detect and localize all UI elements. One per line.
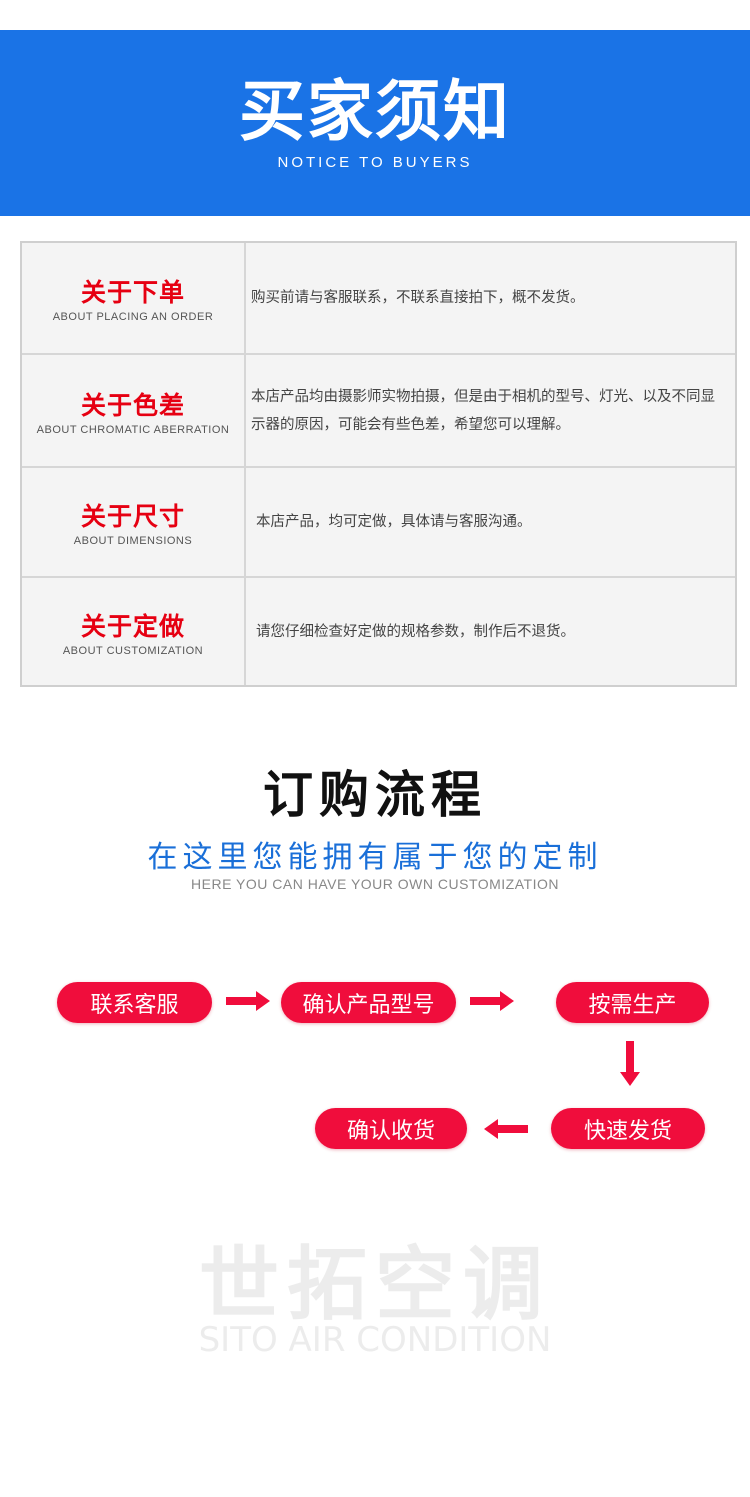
notice-title: 关于色差 (80, 390, 185, 420)
process-subtitle: 在这里您能拥有属于您的定制 (147, 840, 603, 875)
notice-row: 关于定做 ABOUT CUSTOMIZATION 请您仔细检查好定做的规格参数，制… (22, 578, 735, 685)
notice-row: 关于下单 ABOUT PLACING AN ORDER 购买前请与客服联系，不联系… (22, 243, 735, 355)
process-title: 订购流程 (263, 766, 487, 824)
step-shipping: 快速发货 (551, 1108, 705, 1149)
notice-banner: 买家须知 NOTICE TO BUYERS (0, 30, 750, 216)
step-confirm-receipt: 确认收货 (315, 1108, 467, 1149)
arrow-left-icon (484, 1119, 528, 1139)
banner-title: 买家须知 (239, 72, 511, 150)
notice-text: 购买前请与客服联系，不联系直接拍下，概不发货。 (251, 290, 585, 306)
notice-row: 关于色差 ABOUT CHROMATIC ABERRATION 本店产品均由摄影师… (22, 355, 735, 468)
notice-subtitle: ABOUT DIMENSIONS (73, 535, 193, 547)
arrow-down-icon (620, 1041, 640, 1086)
arrow-right-icon (226, 991, 270, 1011)
notice-row: 关于尺寸 ABOUT DIMENSIONS 本店产品，均可定做，具体请与客服沟通。 (22, 468, 735, 578)
step-confirm-model: 确认产品型号 (281, 982, 456, 1023)
notice-text: 本店产品均由摄影师实物拍摄，但是由于相机的型号、灯光、以及不同显示器的原因，可能… (251, 388, 715, 433)
process-subtitle-en: HERE YOU CAN HAVE YOUR OWN CUSTOMIZATION (191, 876, 559, 892)
notice-subtitle: ABOUT CUSTOMIZATION (62, 644, 204, 657)
notice-text: 请您仔细检查好定做的规格参数，制作后不退货。 (256, 623, 575, 640)
notice-table: 关于下单 ABOUT PLACING AN ORDER 购买前请与客服联系，不联系… (20, 241, 737, 687)
notice-subtitle: ABOUT PLACING AN ORDER (52, 311, 214, 323)
notice-subtitle: ABOUT CHROMATIC ABERRATION (36, 423, 230, 436)
notice-title: 关于下单 (80, 278, 185, 307)
notice-title: 关于尺寸 (80, 502, 185, 531)
notice-text: 本店产品，均可定做，具体请与客服沟通。 (256, 514, 532, 530)
watermark-logo-subtext: SITO AIR CONDITION (198, 1320, 552, 1360)
banner-subtitle: NOTICE TO BUYERS (277, 154, 473, 171)
step-production: 按需生产 (556, 982, 709, 1023)
notice-title: 关于定做 (80, 611, 185, 641)
arrow-right-icon (470, 991, 514, 1011)
watermark-logo-text: 世拓空调 (199, 1238, 551, 1331)
step-contact-service: 联系客服 (57, 982, 212, 1023)
